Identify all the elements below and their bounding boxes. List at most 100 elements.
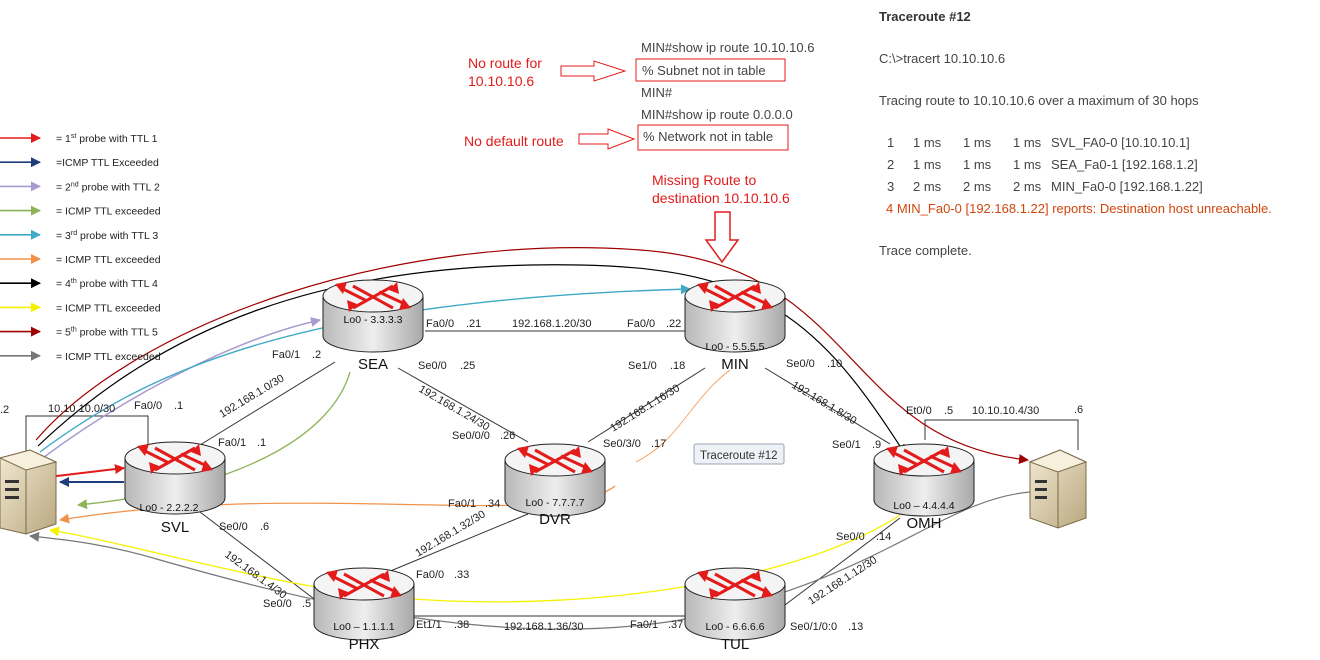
cli-line: MIN#show ip route 10.10.10.6 — [641, 40, 814, 55]
cli-line: MIN# — [641, 85, 673, 100]
legend-item: =ICMP TTL Exceeded — [0, 157, 159, 169]
interface-label: Se0/0 — [786, 358, 815, 370]
hop-time: 1 ms — [963, 157, 992, 172]
cli-line: MIN#show ip route 0.0.0.0 — [641, 107, 793, 122]
link-svl-host-left — [25, 415, 149, 452]
interface-ip: .2 — [0, 404, 9, 416]
traceroute-command: C:\>tracert 10.10.10.6 — [879, 51, 1005, 66]
hop-number: 3 — [887, 179, 894, 194]
interface-label: Fa0/1 — [448, 498, 476, 510]
traceroute-title: Traceroute #12 — [879, 9, 971, 24]
subnet-label: 10.10.10.4/30 — [972, 405, 1039, 417]
link-dvr-phx — [387, 513, 529, 573]
arrow-down-icon — [704, 211, 740, 264]
hop-time: 2 ms — [913, 179, 942, 194]
interface-labels: Fa0/0 .21 Fa0/0 .22 Fa0/1 .2 Se0/0 .25 S… — [0, 318, 1083, 633]
interface-label: Fa0/0 — [627, 318, 655, 330]
traceroute-header: Tracing route to 10.10.10.6 over a maxim… — [879, 93, 1199, 108]
router-sea: Lo0 - 3.3.3.3 SEA — [322, 279, 424, 373]
link-sea-dvr — [397, 367, 529, 443]
hop-host: MIN_Fa0-0 [192.168.1.22] — [1051, 179, 1203, 194]
annotation-missing-route: Missing Route to — [652, 172, 756, 188]
legend-item: = ICMP TTL exceeded — [0, 350, 161, 363]
cli-output: MIN#show ip route 10.10.10.6 % Subnet no… — [635, 40, 814, 151]
subnet-label: 10.10.10.0/30 — [48, 403, 115, 415]
interface-label: Fa0/0 — [426, 318, 454, 330]
interface-ip: .38 — [454, 619, 469, 631]
traceroute-complete: Trace complete. — [879, 243, 972, 258]
subnet-label: 192.168.1.36/30 — [504, 621, 584, 633]
hop-time: 1 ms — [913, 157, 942, 172]
link-omh-host-right — [924, 419, 1079, 450]
interface-ip: .26 — [500, 430, 515, 442]
legend-item: = ICMP TTL exceeded — [0, 205, 161, 218]
interface-label: Se0/3/0 — [603, 438, 641, 450]
probe-ttl5-path — [35, 247, 1029, 465]
router-min: Lo0 - 5.5.5.5 MIN — [684, 279, 786, 373]
router-tul: Lo0 - 6.6.6.6 TUL — [684, 567, 786, 653]
interface-ip: .21 — [466, 318, 481, 330]
router-name: SVL — [161, 519, 189, 536]
interface-ip: .25 — [460, 360, 475, 372]
interface-label: Fa0/0 — [416, 569, 444, 581]
legend-label: = 3rd probe with TTL 3 — [56, 230, 158, 242]
interface-label: Se0/0 — [418, 360, 447, 372]
server-right-icon — [1028, 449, 1088, 529]
interface-label: Et1/1 — [416, 619, 442, 631]
router-name: PHX — [349, 636, 380, 653]
reply-ttl4-path — [49, 514, 901, 603]
interface-ip: .13 — [848, 621, 863, 633]
interface-ip: .6 — [260, 521, 269, 533]
router-loopback: Lo0 - 6.6.6.6 — [706, 621, 765, 633]
interface-label: Fa0/0 — [134, 400, 162, 412]
interface-ip: .1 — [257, 437, 266, 449]
interface-ip: .17 — [651, 438, 666, 450]
annotations: No route for 10.10.10.6 No default route… — [464, 55, 790, 465]
traceroute-label-text: Traceroute #12 — [700, 450, 778, 462]
router-dvr: Lo0 - 7.7.7.7 DVR — [504, 443, 606, 528]
legend-item: = 2nd probe with TTL 2 — [0, 181, 160, 193]
interface-ip: .1 — [174, 400, 183, 412]
link-svl-sea — [199, 361, 336, 446]
interface-ip: .5 — [302, 598, 311, 610]
legend-item: = 1st probe with TTL 1 — [0, 133, 158, 145]
cli-highlight-box — [637, 124, 789, 151]
interface-ip: .18 — [670, 360, 685, 372]
cli-highlight-box — [635, 58, 786, 82]
interface-label: Fa0/1 — [630, 619, 658, 631]
router-phx: Lo0 – 1.1.1.1 PHX — [313, 567, 415, 653]
annotation-no-route: No route for — [468, 55, 542, 71]
legend-item: = 4th probe with TTL 4 — [0, 278, 158, 290]
interface-label: Se0/1 — [832, 439, 861, 451]
reply-ttl5-path — [29, 491, 1031, 630]
legend-label: = 5th probe with TTL 5 — [56, 327, 158, 339]
arrow-right-icon — [560, 60, 627, 82]
legend-label: = ICMP TTL exceeded — [56, 254, 161, 266]
router-omh: Lo0 – 4.4.4.4 OMH — [873, 443, 975, 532]
router-name: MIN — [721, 356, 749, 373]
probe-ttl2-path — [39, 317, 321, 461]
arrow-right-icon — [578, 128, 636, 150]
interface-label: Se0/0/0 — [452, 430, 490, 442]
hop-time: 1 ms — [963, 135, 992, 150]
annotation-no-default: No default route — [464, 133, 564, 149]
router-loopback: Lo0 – 1.1.1.1 — [333, 621, 394, 633]
router-loopback: Lo0 - 3.3.3.3 — [344, 314, 403, 326]
router-name: DVR — [539, 511, 571, 528]
interface-ip: .14 — [876, 531, 891, 543]
legend-label: = 2nd probe with TTL 2 — [56, 181, 160, 193]
interface-label: Se0/0 — [219, 521, 248, 533]
interface-label: Se0/1/0:0 — [790, 621, 837, 633]
probe-ttl3-path — [39, 284, 691, 453]
hop-time: 1 ms — [1013, 157, 1042, 172]
traceroute-label-box — [693, 443, 785, 465]
hop-time: 2 ms — [1013, 179, 1042, 194]
legend-label: = ICMP TTL exceeded — [56, 206, 161, 218]
legend-label: = ICMP TTL exceeded — [56, 351, 161, 363]
probe-ttl4-path — [37, 264, 906, 455]
router-name: SEA — [358, 356, 388, 373]
subnet-label: 192.168.1.8/30 — [789, 379, 858, 427]
cli-line: % Network not in table — [643, 129, 773, 144]
